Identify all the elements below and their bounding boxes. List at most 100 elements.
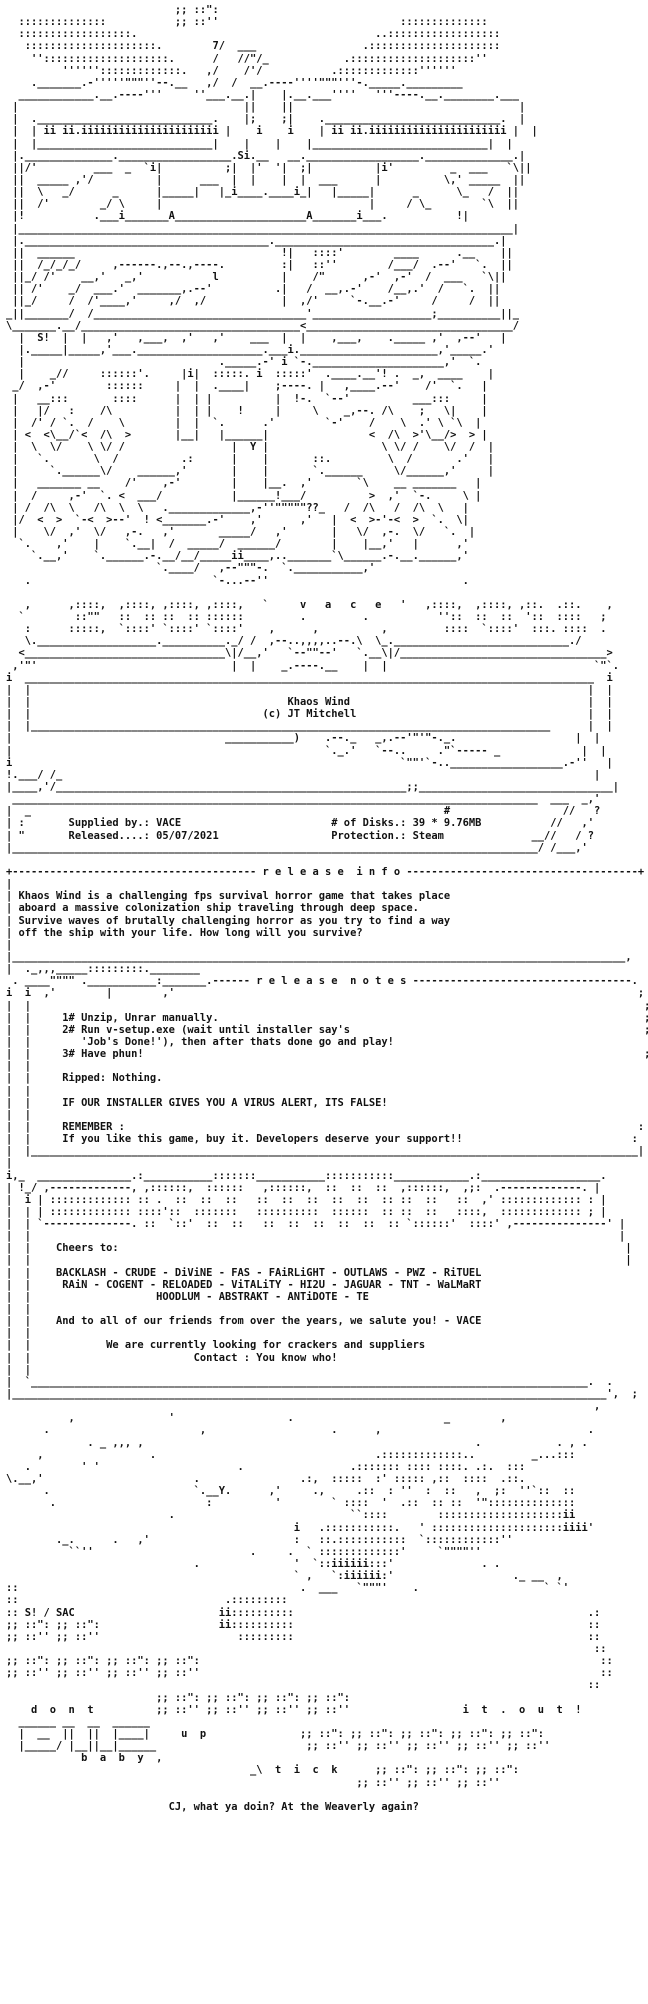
nfo-line: | __::: :::: | | | | !-. `--' ___::: | <box>6 392 488 405</box>
nfo-line: | | | | <box>6 683 613 696</box>
nfo-line: | | (c) JT Mitchell | | <box>6 708 613 721</box>
nfo-line: | |/ : /\ | | | ! | \ _,--. /\ ; \| | <box>6 404 488 417</box>
nfo-line: | | HOODLUM - ABSTRAKT - ANTiDOTE - TE <box>6 1290 369 1303</box>
nfo-line: || /' _/ \ | | / \_ `\ || <box>6 198 519 211</box>
nfo-line: ;; ::'' ;; ::'' ;; ::'' ;; ::'' :: <box>6 1667 613 1680</box>
nfo-line: ''::::::::::::::::::::. / //"/_ .:::::::… <box>6 52 488 65</box>
nfo-line: `.____/ ,--"""-. `.___________,' <box>6 562 376 575</box>
nfo-line: | | 3# Have phun! ; <box>6 1048 648 1061</box>
nfo-line: | \/ ,' \/ ,-. ,' _____/ ,' | \/ ,-. \/ … <box>6 526 476 539</box>
nfo-line: | | And to all of our friends from over … <box>6 1315 482 1328</box>
nfo-line: | `_____________________________________… <box>6 1375 613 1388</box>
nfo-line: | `.______\/ ______,' | | `.______ \/___… <box>6 465 494 478</box>
nfo-line: | <box>6 1157 13 1170</box>
nfo-line: ______ __ __ ______ <box>6 1715 595 1728</box>
nfo-line: || /_/_/_/ ,------.,--.,----. :| ::'' /_… <box>6 258 513 271</box>
nfo-line: i i ,' | ,' ; <box>6 987 645 1000</box>
nfo-line: ::::::::::::::::::. ..:::::::::::::::::: <box>6 28 501 41</box>
nfo-line: | i | ::::::::::::: :: . :: :: :: :: :: … <box>6 1193 607 1206</box>
nfo-line: . _ ,,, , . . , . <box>6 1436 588 1449</box>
nfo-line: |._____|_____,'___.____________________.… <box>6 343 494 356</box>
nfo-line: | `._.' `--.. ."`----- _ | | <box>6 744 607 757</box>
nfo-line: |_______________________________________… <box>6 1388 638 1401</box>
nfo-line: | _// ::::::'. |i| :::::. i :::::' .____… <box>6 368 494 381</box>
nfo-line: | \ \/ \ \/ / | Y | \ \/ / \/ / | <box>6 441 494 454</box>
nfo-line: _\ t i c k ;; ::": ;; ::": ;; ::": <box>6 1764 519 1777</box>
nfo-line: . `-...--'' . <box>6 574 469 587</box>
nfo-line: |! .___i_______A_____________________A__… <box>6 210 469 223</box>
nfo-line: | /' / `. / \ | | `. .' `-' / \ .' \ `\ … <box>6 416 482 429</box>
nfo-line: |_______________________________________… <box>6 222 519 235</box>
nfo-line: :: .::::::::: <box>6 1594 601 1607</box>
nfo-line: | off the ship with your life. How long … <box>6 926 363 939</box>
nfo-line: || \ _/ _ |_____| |_i____.____i_| |_____… <box>6 186 519 199</box>
nfo-line: . ``:::: ::::::::::::::::::::ii <box>6 1509 576 1522</box>
nfo-line: . : ' ` :::: ' .:: :: :: '":::::::::::::… <box>6 1497 576 1510</box>
nfo-line: i,_ _______________.:___________:::::::_… <box>6 1169 607 1182</box>
nfo-line <box>6 587 642 599</box>
nfo-line: || ______ !| ::::' ____ .__ || <box>6 246 513 259</box>
nfo-line: |_____/ |__||__|______ ;; ::'' ;; ::'' ;… <box>6 1740 551 1753</box>
nfo-line: _/ ,-' :::::: | | .____| ;----. | ,____.… <box>6 380 488 393</box>
nfo-line: | | ; <box>6 999 648 1012</box>
nfo-line: | __ || || |____| u p ;; ::": ;; ::": ;;… <box>6 1727 545 1740</box>
nfo-line: | Survive waves of brutally challenging … <box>6 914 451 927</box>
nfo-line: |_______________________________________… <box>6 950 632 963</box>
nfo-line: | | | <box>6 1254 632 1267</box>
nfo-line: '''''':::::::::::::. ,/ /'/ .:::::::::::… <box>6 64 457 77</box>
nfo-line: :::::::::::::::::::::. 7/ ___ .:::::::::… <box>6 40 501 53</box>
nfo-line: , . .:::::::::::::.. _...::: <box>6 1448 576 1461</box>
nfo-line: | | <box>6 1327 32 1340</box>
nfo-line: | | REMEMBER : : <box>6 1120 645 1133</box>
nfo-line: | / ,-' `. < ___/ |______!___/ > ,' `-. … <box>6 489 482 502</box>
nfo-line: | | Ripped: Nothing. <box>6 1072 163 1085</box>
nfo-line: ;; ::": ;; ::": ii:::::::::: :: <box>6 1618 601 1631</box>
nfo-line: | | <box>6 1108 32 1121</box>
nfo-line: | | 2# Run v-setup.exe (wait until insta… <box>6 1023 648 1036</box>
nfo-line: | <box>6 938 13 951</box>
nfo-line: | | Khaos Wind | | <box>6 696 613 709</box>
nfo-line <box>6 854 642 866</box>
nfo-line: !.___/ /_ | <box>6 768 601 781</box>
nfo-line: ;; ::": ;; ::": ;; ::": ;; ::": :: <box>6 1655 613 1668</box>
nfo-line: :: . ___ `"""' . ` `' <box>6 1582 576 1595</box>
nfo-line: :: <box>6 1679 601 1692</box>
nfo-line: . ' ' . .::::::: :::: ::::. .:. ::: <box>6 1460 526 1473</box>
nfo-line: b a b y , <box>6 1752 163 1765</box>
nfo-line: d o n t ;; ::'' ;; ::'' ;; ::'' ;; ::'' … <box>6 1703 582 1716</box>
nfo-line: | ._____.-' i `-._____________________,'… <box>6 356 494 369</box>
nfo-line: . , . , . <box>6 1424 595 1437</box>
nfo-line: | .____________________________. |; ;| .… <box>6 113 526 126</box>
nfo-line: | | <box>6 1303 32 1316</box>
nfo-line: | aboard a massive colonization ship tra… <box>6 902 419 915</box>
nfo-line: ||_/ / /'____,' ,/ ,/ | ,/' `-.__.-' / /… <box>6 295 501 308</box>
nfo-line: | Khaos Wind is a challenging fps surviv… <box>6 890 451 903</box>
nfo-line: | <box>6 878 13 891</box>
nfo-line: : :::::, `::::' `::::' `::::' , , , ::::… <box>6 623 607 636</box>
nfo-line: | _ # // ? <box>6 805 601 818</box>
nfo-line: |/ < > `-< >--' ! <_______.-' ,' ,' | < … <box>6 513 469 526</box>
nfo-line: |.______________________________________… <box>6 234 507 247</box>
nfo-line <box>6 1789 642 1801</box>
nfo-line: | | RAiN - COGENT - RELOADED - ViTALiTY … <box>6 1278 482 1291</box>
nfo-line: i ______________________________________… <box>6 671 613 684</box>
nfo-line: | | If you like this game, buy it. Devel… <box>6 1133 638 1146</box>
nfo-line: CJ, what ya doin? At the Weaverly again? <box>6 1800 419 1813</box>
nfo-line: ||/' ___ _ `i| ;| |' '| ;| |i' _ ___ `\|… <box>6 161 532 174</box>
nfo-line: , <box>6 1400 601 1413</box>
nfo-line: i `""'`-..__________________.-'' | <box>6 756 613 769</box>
nfo-line: _||_______/ /___________________________… <box>6 307 519 320</box>
nfo-line: ._______.-'''''"""''--.__ ,/ / __.----''… <box>6 76 463 89</box>
nfo-line: \.___________________.__________._/ / ,-… <box>6 635 582 648</box>
nfo-line: | |_____________________________________… <box>6 1145 645 1158</box>
nfo-line: | | 1# Unzip, Unrar manually. ; <box>6 1011 648 1024</box>
nfo-line: | !_/ ,-------------, ,::::::, :::::: ,:… <box>6 1181 601 1194</box>
nfo-line: . ____"""" .___________:_______.------ r… <box>6 975 638 988</box>
nfo-line: ________________________________________… <box>6 793 601 806</box>
nfo-line: | | We are currently looking for cracker… <box>6 1339 426 1352</box>
nfo-line: | / /\ \ /\ \ \ ._____________,-''"""""?… <box>6 501 469 514</box>
nfo-line: | | <box>6 1084 32 1097</box>
nfo-line: || /' _/ ___.' _______,.--' .| / __,.-' … <box>6 283 501 296</box>
nfo-line: \_______.__/____________________________… <box>6 319 519 332</box>
nfo-line: ,'"' | | _.----.__ | | `"`. <box>6 659 620 672</box>
